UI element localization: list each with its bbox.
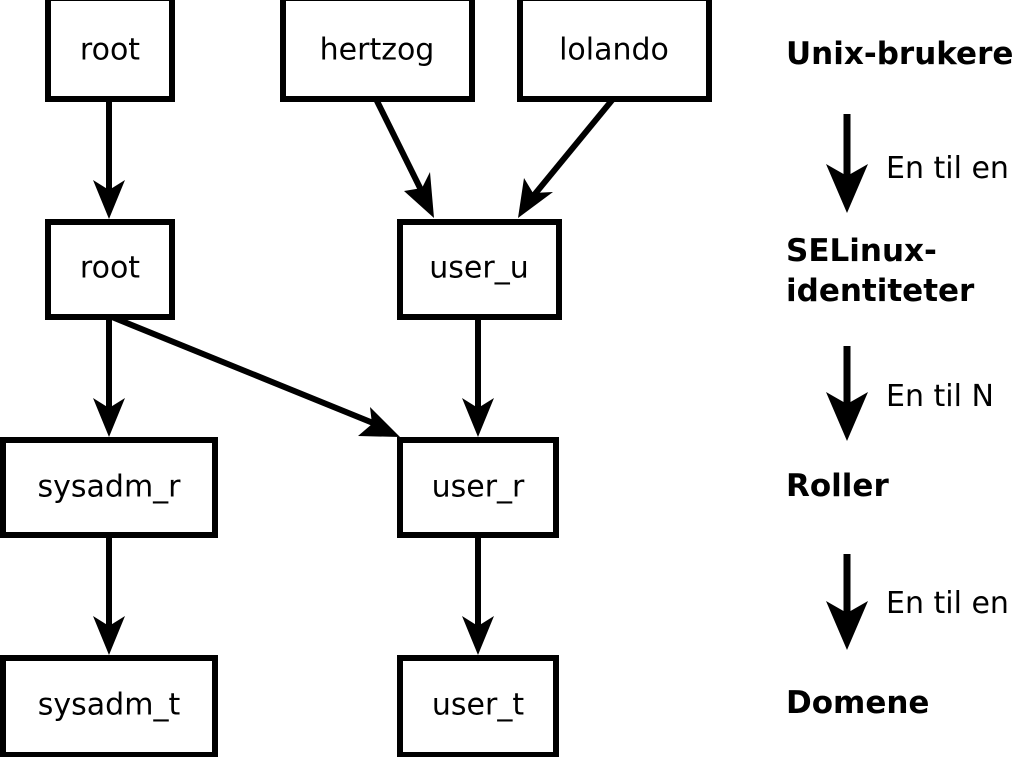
legend-layer-selinux-identiteter-line2: identiteter [786,273,975,309]
edge-sysadm-r-to-sysadm-t [93,537,125,655]
edge-user-u-to-user-r [462,317,494,437]
node-unix-root-label: root [80,33,140,68]
legend-layer-domene: Domene [786,685,929,721]
edge-selinux-root-to-sysadm-r [93,317,125,437]
node-role-sysadm-r[interactable]: sysadm_r [0,437,218,538]
node-domain-user-t[interactable]: user_t [397,655,559,757]
node-domain-sysadm-t[interactable]: sysadm_t [0,655,218,757]
node-unix-hertzog-label: hertzog [320,33,435,68]
legend-layer-unix-brukere: Unix-brukere [786,36,1013,72]
legend-arrow-1 [826,114,868,213]
edge-lolando-to-user-u [518,97,616,218]
node-selinux-root-label: root [80,251,140,286]
edge-user-r-to-user-t [462,537,494,655]
node-unix-hertzog[interactable]: hertzog [280,0,475,102]
node-role-user-r[interactable]: user_r [397,437,559,538]
node-selinux-root[interactable]: root [45,219,175,320]
legend-arrow-2 [826,346,868,441]
node-selinux-user-u-label: user_u [429,251,528,286]
legend-layer-roller: Roller [786,468,889,504]
node-selinux-user-u[interactable]: user_u [397,219,562,320]
legend-arrow-3 [826,554,868,650]
node-domain-user-t-label: user_t [432,688,524,723]
legend-relation-2-label: En til N [886,379,994,414]
legend-relation-3-label: En til en [886,586,1009,621]
edge-unix-root-to-selinux-root [93,99,125,219]
legend-relation-1-label: En til en [886,151,1009,186]
node-role-user-r-label: user_r [432,470,525,505]
node-unix-lolando-label: lolando [559,33,669,68]
legend-layer-selinux-identiteter-line1: SELinux- [786,233,937,269]
node-unix-root[interactable]: root [45,0,175,102]
edge-selinux-root-to-user-r [110,314,400,437]
node-unix-lolando[interactable]: lolando [517,0,712,102]
node-role-sysadm-r-label: sysadm_r [38,470,182,505]
node-domain-sysadm-t-label: sysadm_t [38,688,181,723]
edge-hertzog-to-user-u [373,97,434,218]
